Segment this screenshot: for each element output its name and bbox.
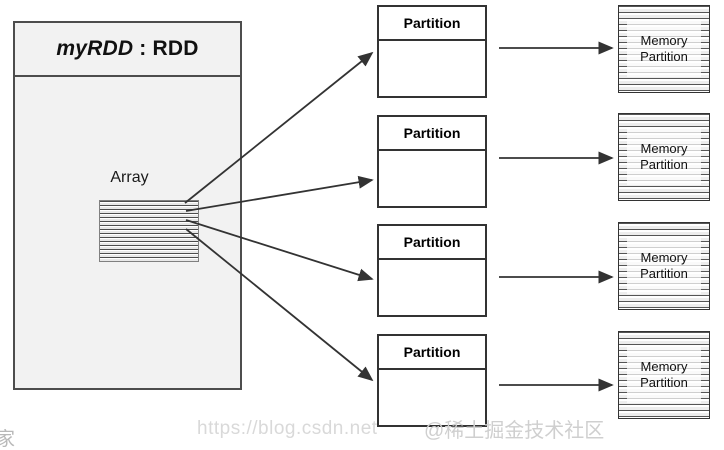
partition-label-4: Partition — [403, 344, 461, 360]
partition-box-4[interactable]: Partition — [377, 334, 487, 427]
watermark-url: https://blog.csdn.net — [197, 418, 378, 439]
partition-title-bar-3: Partition — [379, 226, 485, 260]
partition-title-bar-2: Partition — [379, 117, 485, 151]
memory-partition-label-1: Memory Partition — [627, 21, 701, 77]
partition-label-2: Partition — [403, 125, 461, 141]
rdd-title-bar: myRDD : RDD — [15, 23, 240, 77]
memory-partition-line2-2: Partition — [640, 157, 688, 172]
rdd-class-box: myRDD : RDD Array — [13, 21, 242, 390]
memory-partition-line1-2: Memory — [640, 140, 688, 156]
array-label: Array — [110, 169, 149, 186]
partition-title-bar-1: Partition — [379, 7, 485, 41]
memory-partition-label-3: Memory Partition — [627, 238, 701, 294]
array-striped-box — [99, 200, 199, 262]
watermark-corner-character: 家 — [0, 429, 16, 450]
memory-partition-box-3[interactable]: Memory Partition — [618, 222, 710, 310]
memory-partition-line1-3: Memory — [640, 249, 688, 265]
memory-partition-line1-1: Memory — [640, 32, 688, 48]
rdd-title-instance: myRDD — [56, 37, 134, 60]
partition-label-1: Partition — [403, 15, 461, 31]
memory-partition-box-4[interactable]: Memory Partition — [618, 331, 710, 419]
partition-label-3: Partition — [403, 234, 461, 250]
memory-partition-line2-4: Partition — [640, 375, 688, 390]
rdd-title: myRDD : RDD — [56, 37, 198, 61]
memory-partition-label-4: Memory Partition — [627, 347, 701, 403]
partition-title-bar-4: Partition — [379, 336, 485, 370]
partition-box-2[interactable]: Partition — [377, 115, 487, 208]
memory-partition-line1-4: Memory — [640, 358, 688, 374]
memory-partition-line2-3: Partition — [640, 266, 688, 281]
memory-partition-line2-1: Partition — [640, 49, 688, 64]
partition-box-1[interactable]: Partition — [377, 5, 487, 98]
transfer-arrows — [499, 41, 614, 392]
memory-partition-box-1[interactable]: Memory Partition — [618, 5, 710, 93]
rdd-title-type: : RDD — [133, 37, 199, 60]
partition-box-3[interactable]: Partition — [377, 224, 487, 317]
memory-partition-box-2[interactable]: Memory Partition — [618, 113, 710, 201]
memory-partition-label-2: Memory Partition — [627, 129, 701, 185]
